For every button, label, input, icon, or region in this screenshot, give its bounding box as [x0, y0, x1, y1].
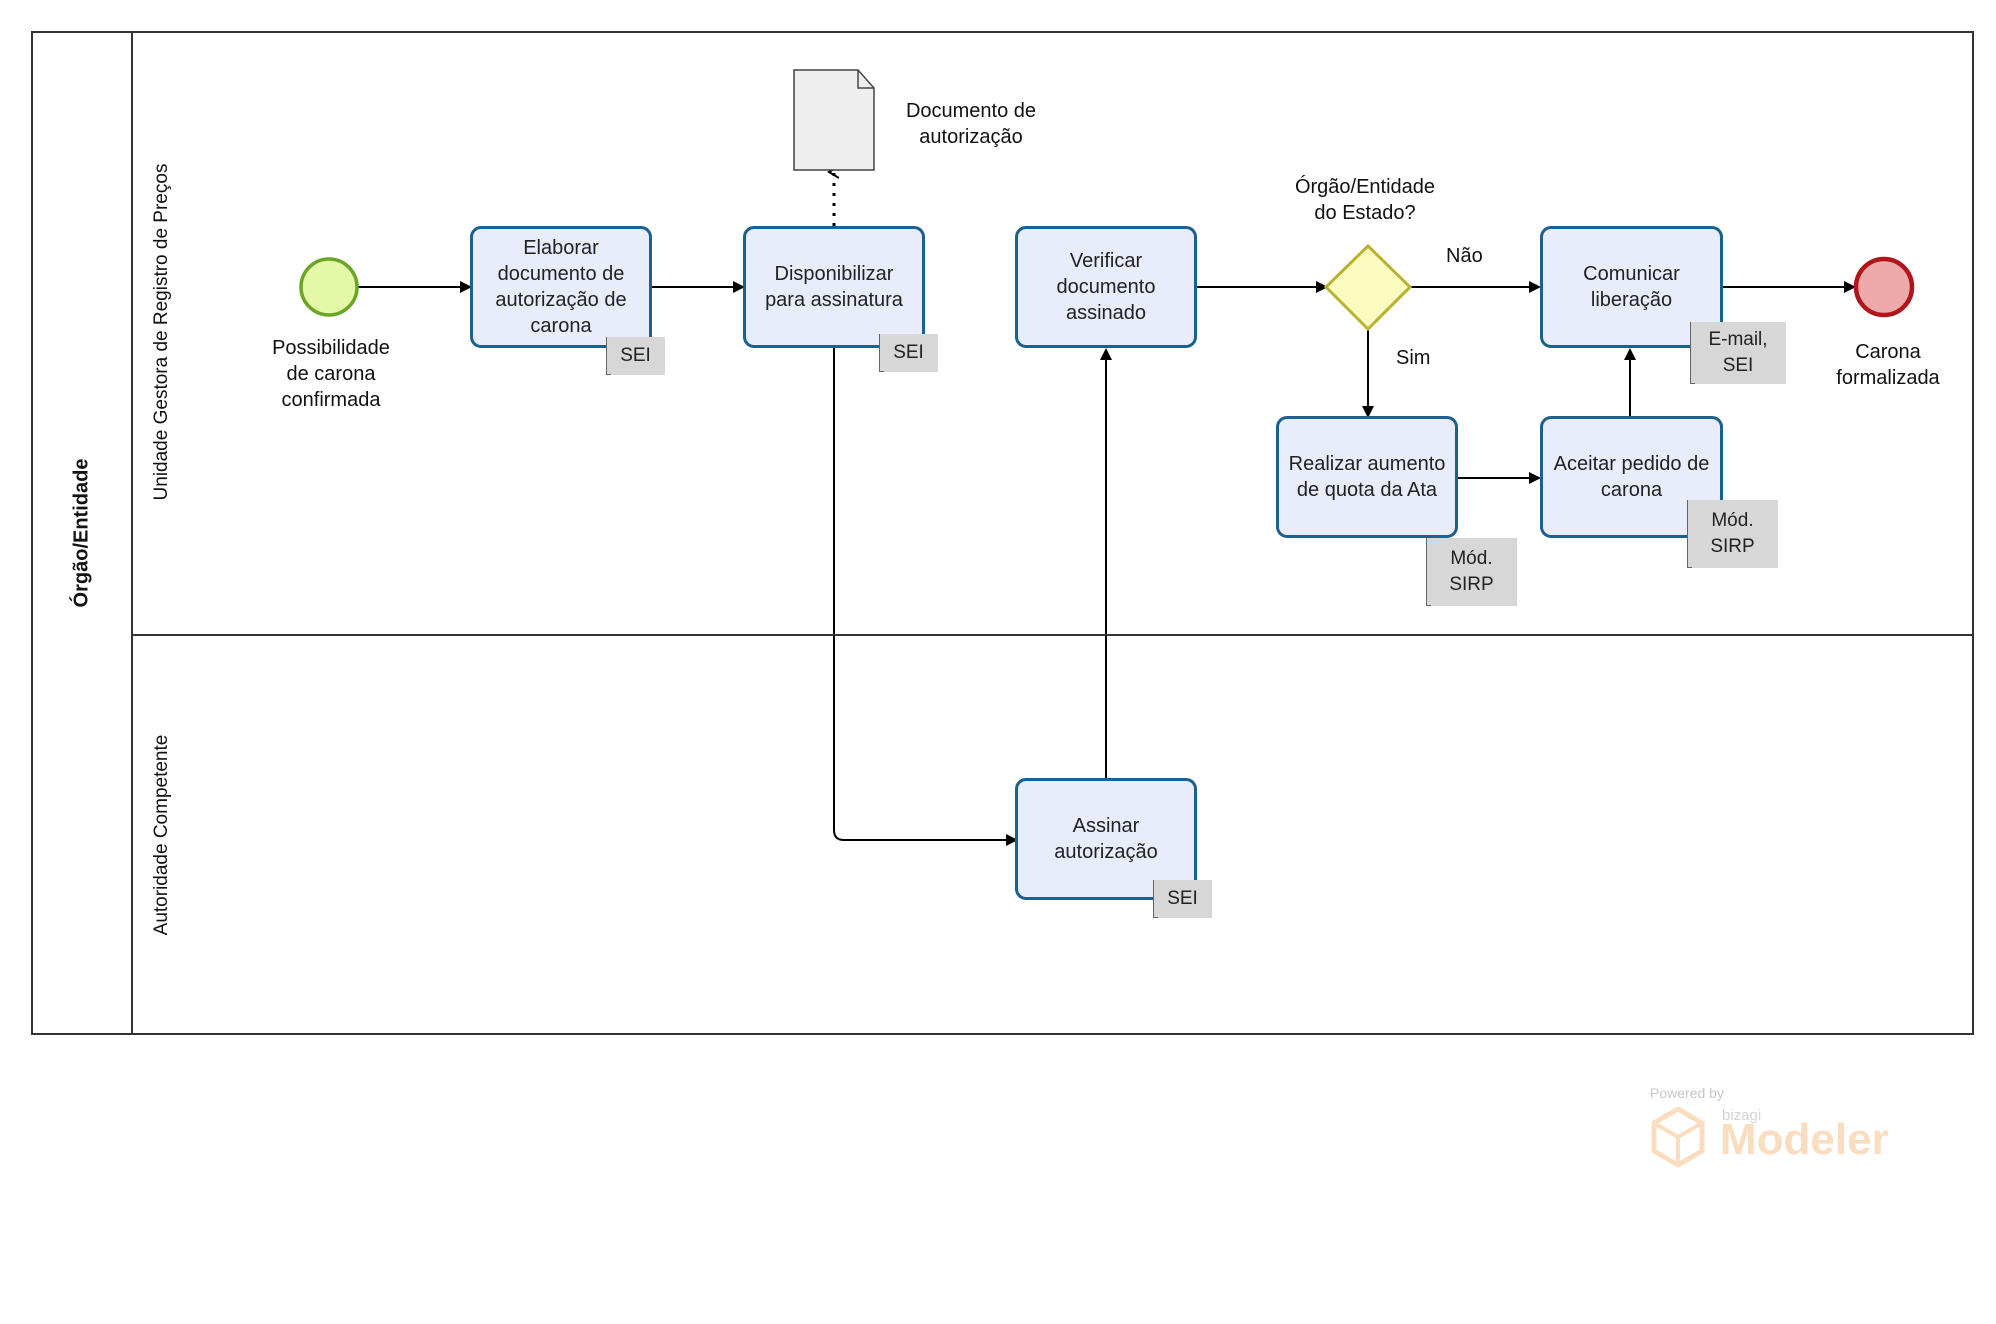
pool-title: Órgão/Entidade [70, 458, 93, 608]
task-realizar-aumento[interactable]: Realizar aumento de quota da Ata [1276, 416, 1458, 538]
system-tag-email-sei: E-mail, SEI [1690, 322, 1786, 384]
bizagi-watermark: Powered by bizagi Modeler [1650, 1085, 1889, 1167]
task-label: Assinar autorização [1054, 815, 1158, 863]
document-artifact-icon[interactable] [793, 69, 875, 171]
task-label: Elaborar documento de autorização de car… [495, 237, 627, 337]
system-tag-mod-sirp: Mód. SIRP [1687, 500, 1778, 568]
task-aceitar-pedido[interactable]: Aceitar pedido de carona [1540, 416, 1723, 538]
flow-disponibilizar-to-assinar [833, 348, 1018, 846]
document-artifact-label: Documento de autorização [905, 100, 1037, 148]
start-event[interactable] [299, 257, 359, 317]
task-verificar-documento[interactable]: Verificar documento assinado [1015, 226, 1197, 348]
pool-header [31, 31, 133, 1035]
lane-title-autoridade: Autoridade Competente [151, 734, 172, 936]
gateway-yes-label: Sim [1396, 347, 1431, 369]
bizagi-logo-icon [1651, 1107, 1705, 1167]
lane-divider [133, 634, 1974, 636]
system-tag-mod-sirp: Mód. SIRP [1426, 538, 1517, 606]
task-label: Aceitar pedido de carona [1553, 453, 1710, 501]
gateway-question: Órgão/Entidade do Estado? [1294, 176, 1436, 224]
task-assinar-autorizacao[interactable]: Assinar autorização [1015, 778, 1197, 900]
watermark-brand: bizagi [1722, 1107, 1762, 1124]
document-fold-icon [857, 70, 874, 89]
end-event-label: Carona formalizada [1836, 341, 1940, 389]
system-tag-sei: SEI [606, 337, 665, 375]
lane-title-unidade-gestora: Unidade Gestora de Registro de Preços [151, 163, 172, 501]
system-tag-sei: SEI [1153, 880, 1212, 918]
task-label: Comunicar liberação [1583, 263, 1680, 311]
task-disponibilizar[interactable]: Disponibilizar para assinatura [743, 226, 925, 348]
pool [31, 31, 1974, 1035]
task-label: Disponibilizar para assinatura [765, 263, 903, 311]
system-tag-sei: SEI [879, 334, 938, 372]
exclusive-gateway[interactable] [1323, 243, 1413, 332]
end-event[interactable] [1853, 256, 1915, 318]
task-label: Realizar aumento de quota da Ata [1288, 453, 1446, 501]
watermark-powered-by: Powered by [1650, 1085, 1724, 1101]
watermark-product: Modeler [1720, 1115, 1889, 1164]
start-event-label: Possibilidade de carona confirmada [272, 337, 390, 411]
gateway-no-label: Não [1446, 245, 1483, 267]
task-label: Verificar documento assinado [1056, 250, 1156, 324]
task-elaborar-documento[interactable]: Elaborar documento de autorização de car… [470, 226, 652, 348]
